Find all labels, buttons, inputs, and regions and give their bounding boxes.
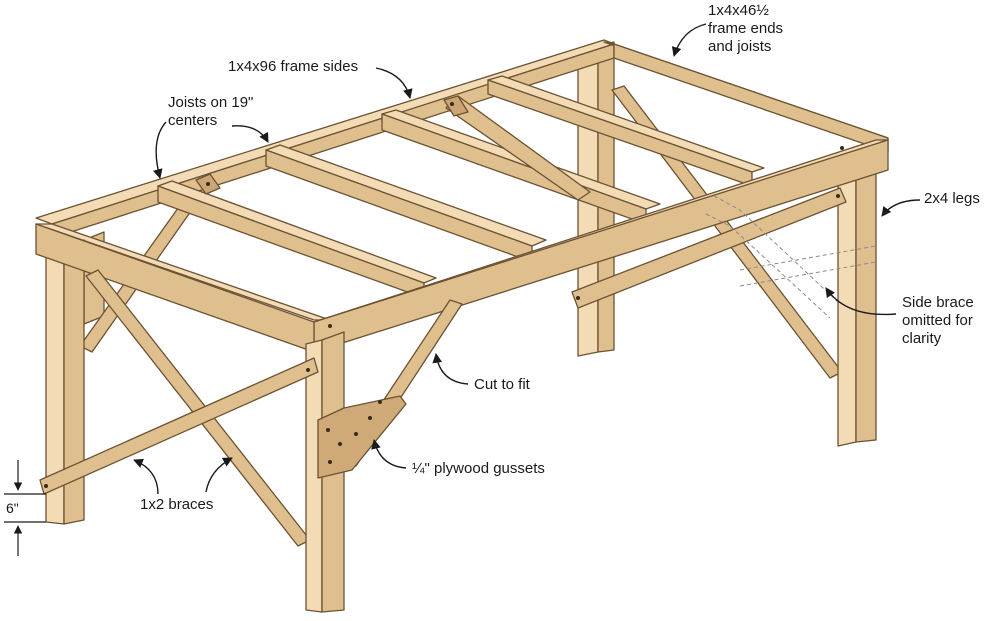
front-left-leg [45,239,85,525]
leader-joists-a [153,121,167,179]
frame-front-rail [313,139,889,353]
screws [44,102,844,488]
leader-legs [881,199,921,217]
label-joists-line1: Joists on 19" [168,94,254,111]
right-side-brace [571,187,847,309]
leader-braces-b [205,457,233,493]
label-frame-ends: 1x4x46½ frame ends and joists [708,2,783,56]
plywood-gusset [317,395,407,479]
label-braces: 1x2 braces [140,496,214,513]
label-frame-ends-line2: frame ends [708,20,784,37]
hidden-side-brace [705,195,877,319]
label-gussets: ¼" plywood gussets [412,460,545,477]
joist-1 [157,180,437,299]
dimension-6in [4,460,46,556]
label-frame-ends-line1: 1x4x46½ [708,2,769,19]
leader-joists-b [231,125,269,143]
leader-gussets [371,439,407,469]
label-joists-line2: centers [168,112,218,129]
label-frame-sides: 1x4x96 frame sides [228,58,359,75]
leader-frame-sides [375,67,413,99]
label-legs: 2x4 legs [924,190,980,207]
leader-frame-ends [671,23,707,57]
label-side-brace-line3: clarity [902,330,942,347]
label-cut-to-fit: Cut to fit [474,376,530,393]
leader-braces-a [133,458,159,495]
front-right-leg [837,161,877,447]
label-side-brace-line1: Side brace [902,294,974,311]
label-joists: Joists on 19" centers [168,94,253,130]
label-side-brace-line2: omitted for [902,312,973,329]
label-side-brace: Side brace omitted for clarity [902,294,974,348]
label-frame-ends-line3: and joists [708,38,772,55]
label-dimension: 6" [6,500,19,516]
front-long-brace [39,357,319,495]
leader-cut-to-fit [432,353,469,385]
leader-side-brace [825,287,897,316]
